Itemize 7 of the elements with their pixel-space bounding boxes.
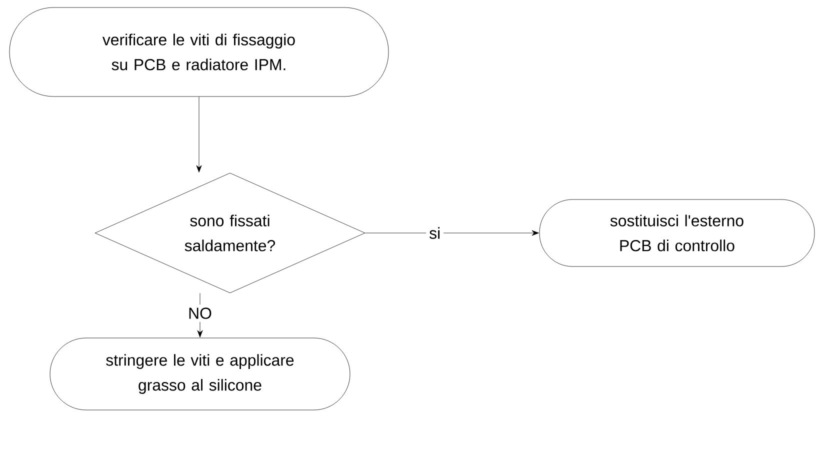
terminal-box: stringere le viti e applicare grasso al silicone [50, 338, 350, 410]
terminal-box: sostituisci l'esterno PCB di controllo [539, 199, 815, 267]
edge-label: NO [185, 304, 215, 322]
arrow [365, 230, 539, 236]
edge-label: si [426, 224, 444, 242]
arrow [196, 96, 202, 172]
terminal-box: verificare le viti di fissaggio su PCB e radiatore IPM. [9, 7, 389, 97]
